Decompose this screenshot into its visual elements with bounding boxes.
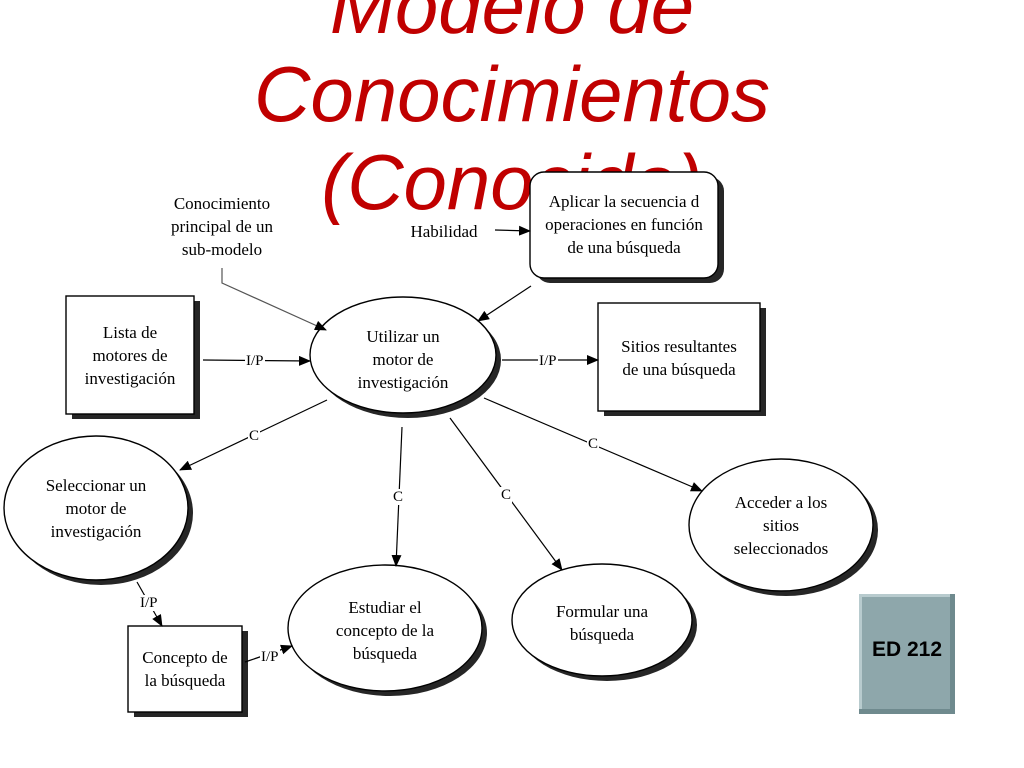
- edge-label-utilizar-sitios: I/P: [538, 353, 558, 369]
- label-line: concepto de la: [335, 621, 435, 640]
- edge-knowledge-note: [221, 268, 327, 331]
- label-line: motores de: [92, 346, 168, 365]
- course-badge-label: ED 212: [871, 638, 943, 661]
- label-line: de una búsqueda: [622, 360, 736, 379]
- title-line-1: Modelo de: [329, 0, 695, 50]
- node-utilizar-motor[interactable]: [309, 296, 501, 418]
- node-seleccionar-motor[interactable]: [3, 435, 193, 585]
- label-line: Aplicar la secuencia d: [548, 192, 700, 211]
- label-line: Seleccionar un: [45, 476, 147, 495]
- label-line: Concepto de: [142, 648, 228, 667]
- label-line: Estudiar el: [348, 598, 422, 617]
- label-aplicar-secuencia: Aplicar la secuencia d operaciones en fu…: [530, 190, 718, 259]
- edge-label-lista-utilizar: I/P: [245, 353, 265, 369]
- note-conocimiento-principal: Conocimiento principal de un sub-modelo: [138, 192, 306, 261]
- node-formular-busqueda[interactable]: [511, 563, 697, 681]
- label-line: seleccionados: [733, 539, 829, 558]
- edge-aplicar-utilizar: [477, 285, 532, 322]
- node-aplicar-secuencia[interactable]: [529, 171, 724, 283]
- label-acceder-sitios: Acceder a los sitios seleccionados: [700, 491, 862, 560]
- label-line: investigación: [84, 369, 176, 388]
- label-estudiar-concepto: Estudiar el concepto de la búsqueda: [300, 596, 470, 665]
- label-formular-busqueda: Formular una búsqueda: [522, 600, 682, 646]
- label-line: motor de: [372, 350, 434, 369]
- label-line: motor de: [65, 499, 127, 518]
- edge-label-utilizar-estudiar: C: [392, 489, 405, 505]
- label-line: operaciones en función: [545, 215, 703, 234]
- label-line: investigación: [357, 373, 449, 392]
- title-line-2: Conocimientos: [254, 50, 770, 138]
- note-line: principal de un: [171, 217, 273, 236]
- edge-label-utilizar-acceder: C: [587, 436, 600, 452]
- label-sitios-resultantes: Sitios resultantes de una búsqueda: [598, 335, 760, 381]
- label-seleccionar-motor: Seleccionar un motor de investigación: [14, 474, 178, 543]
- node-acceder-sitios[interactable]: [688, 458, 878, 596]
- label-lista-motores: Lista de motores de investigación: [66, 321, 194, 390]
- label-line: la búsqueda: [144, 671, 226, 690]
- label-line: Utilizar un: [366, 327, 440, 346]
- edge-habilidad-aplicar: [494, 225, 531, 236]
- label-concepto-busqueda: Concepto de la búsqueda: [128, 646, 242, 692]
- node-lista-motores[interactable]: [65, 295, 200, 419]
- edge-label-utilizar-seleccionar: C: [248, 428, 261, 444]
- label-line: Acceder a los: [734, 493, 828, 512]
- edge-label-utilizar-formular: C: [500, 487, 513, 503]
- note-line: Habilidad: [410, 222, 478, 241]
- note-habilidad: Habilidad: [396, 220, 492, 243]
- note-line: Conocimiento: [173, 194, 271, 213]
- label-line: sitios: [763, 516, 799, 535]
- node-sitios-resultantes[interactable]: [597, 302, 766, 416]
- node-estudiar-concepto[interactable]: [287, 564, 487, 696]
- label-line: Lista de: [102, 323, 158, 342]
- label-utilizar-motor: Utilizar un motor de investigación: [320, 325, 486, 394]
- label-line: investigación: [50, 522, 142, 541]
- course-badge: ED 212: [859, 594, 955, 714]
- edge-label-seleccionar-concepto: I/P: [139, 595, 159, 611]
- edge-label-concepto-estudiar: I/P: [260, 649, 280, 665]
- label-line: de una búsqueda: [567, 238, 681, 257]
- node-concepto-busqueda[interactable]: [127, 625, 248, 717]
- label-line: búsqueda: [569, 625, 635, 644]
- label-line: Sitios resultantes: [621, 337, 737, 356]
- note-line: sub-modelo: [181, 240, 263, 259]
- label-line: búsqueda: [352, 644, 418, 663]
- label-line: Formular una: [555, 602, 649, 621]
